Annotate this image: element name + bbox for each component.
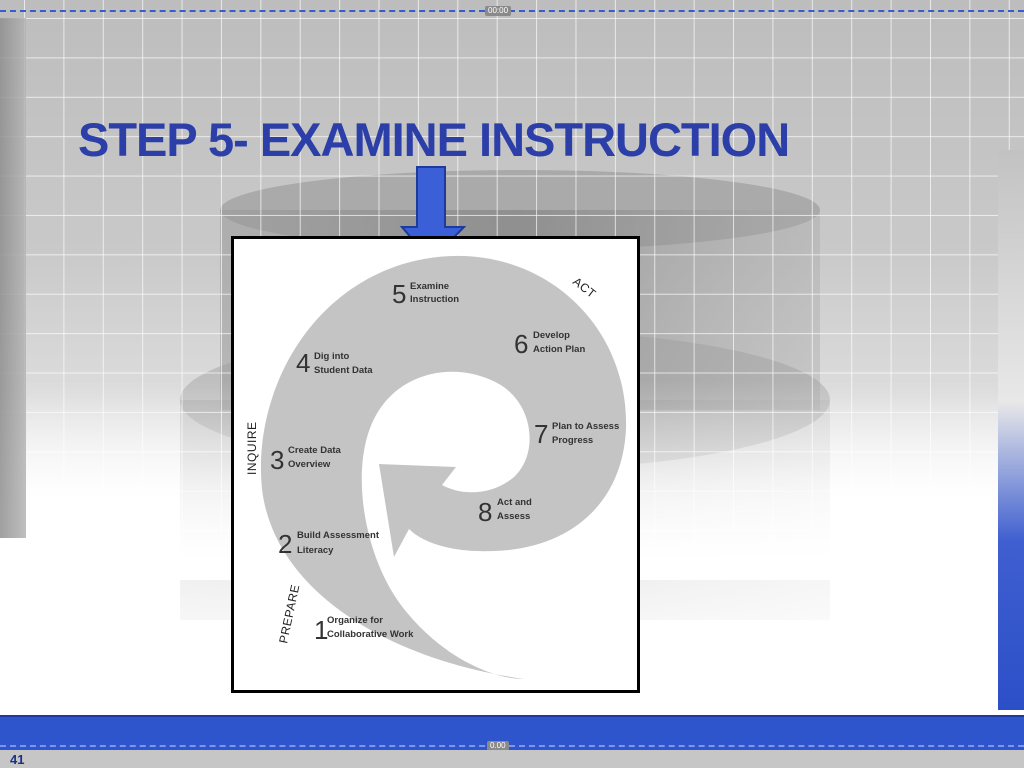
- step-8-label-line2: Assess: [497, 511, 530, 522]
- step-1-label-line2: Collaborative Work: [327, 629, 414, 640]
- step-4-label-line2: Student Data: [314, 365, 373, 376]
- step-6: 6 Develop Action Plan: [514, 329, 585, 359]
- step-6-number: 6: [514, 329, 528, 359]
- step-5-label-line1: Examine: [410, 281, 449, 292]
- bottom-guide-label: 0.00: [487, 741, 509, 751]
- step-2: 2 Build Assessment Literacy: [278, 529, 380, 559]
- step-2-label-line1: Build Assessment: [297, 530, 380, 541]
- step-4-label-line1: Dig into: [314, 351, 350, 362]
- phase-inquire-label: INQUIRE: [245, 421, 259, 475]
- step-2-number: 2: [278, 529, 292, 559]
- step-5-label-line2: Instruction: [410, 294, 459, 305]
- step-1-label-line1: Organize for: [327, 615, 383, 626]
- slide-title: STEP 5- EXAMINE INSTRUCTION: [78, 113, 790, 166]
- step-2-label-line2: Literacy: [297, 545, 334, 556]
- step-1: 1 Organize for Collaborative Work: [314, 615, 414, 645]
- step-5: 5 Examine Instruction: [392, 279, 459, 309]
- step-7-number: 7: [534, 419, 548, 449]
- step-7: 7 Plan to Assess Progress: [534, 419, 619, 449]
- bottom-guide-line: [0, 745, 1024, 747]
- step-3-label-line2: Overview: [288, 459, 331, 470]
- phase-act-label: ACT: [570, 274, 599, 301]
- step-3-label-line1: Create Data: [288, 445, 342, 456]
- step-4-number: 4: [296, 348, 310, 378]
- step-8: 8 Act and Assess: [478, 497, 532, 527]
- step-8-number: 8: [478, 497, 492, 527]
- step-7-label-line2: Progress: [552, 435, 593, 446]
- spiral-band: [260, 255, 627, 680]
- right-decorative-strip: [998, 150, 1024, 710]
- step-4: 4 Dig into Student Data: [296, 348, 373, 378]
- top-guide-label: 00:00: [485, 6, 512, 16]
- step-8-label-line1: Act and: [497, 497, 532, 508]
- step-3-number: 3: [270, 445, 284, 475]
- step-7-label-line1: Plan to Assess: [552, 421, 619, 432]
- data-wise-cycle-diagram: ACT INQUIRE PREPARE 5 Examine Instructio…: [231, 236, 640, 693]
- step-6-label-line1: Develop: [533, 330, 570, 341]
- left-decorative-strip: [0, 18, 26, 538]
- step-3: 3 Create Data Overview: [270, 445, 342, 475]
- step-5-number: 5: [392, 279, 406, 309]
- page-number: 41: [10, 752, 25, 767]
- spiral-diagram: ACT INQUIRE PREPARE 5 Examine Instructio…: [245, 255, 627, 680]
- top-guide-line: [0, 10, 1024, 12]
- step-1-number: 1: [314, 615, 328, 645]
- slide-footer: [0, 750, 1024, 768]
- step-6-label-line2: Action Plan: [533, 344, 585, 355]
- phase-prepare-label: PREPARE: [276, 583, 302, 645]
